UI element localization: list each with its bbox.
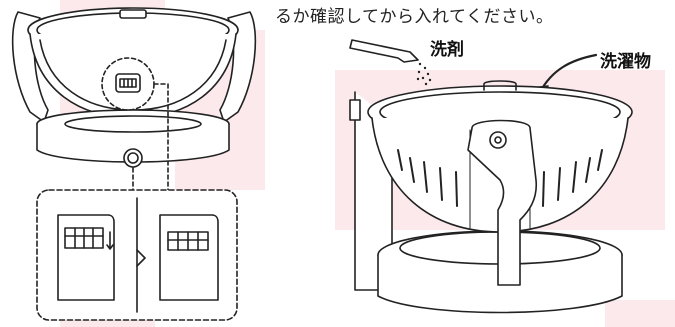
washer-front-view: [11, 7, 257, 321]
instruction-text: るか確認してから入れてください。: [275, 7, 554, 27]
detergent-scoop: [349, 39, 419, 63]
washer-side-view: [349, 39, 633, 314]
background-block-bottom-right: [605, 300, 675, 327]
detergent-label: 洗剤: [430, 40, 464, 60]
laundry-label: 洗濯物: [600, 52, 651, 72]
detergent-powder: [416, 62, 432, 86]
